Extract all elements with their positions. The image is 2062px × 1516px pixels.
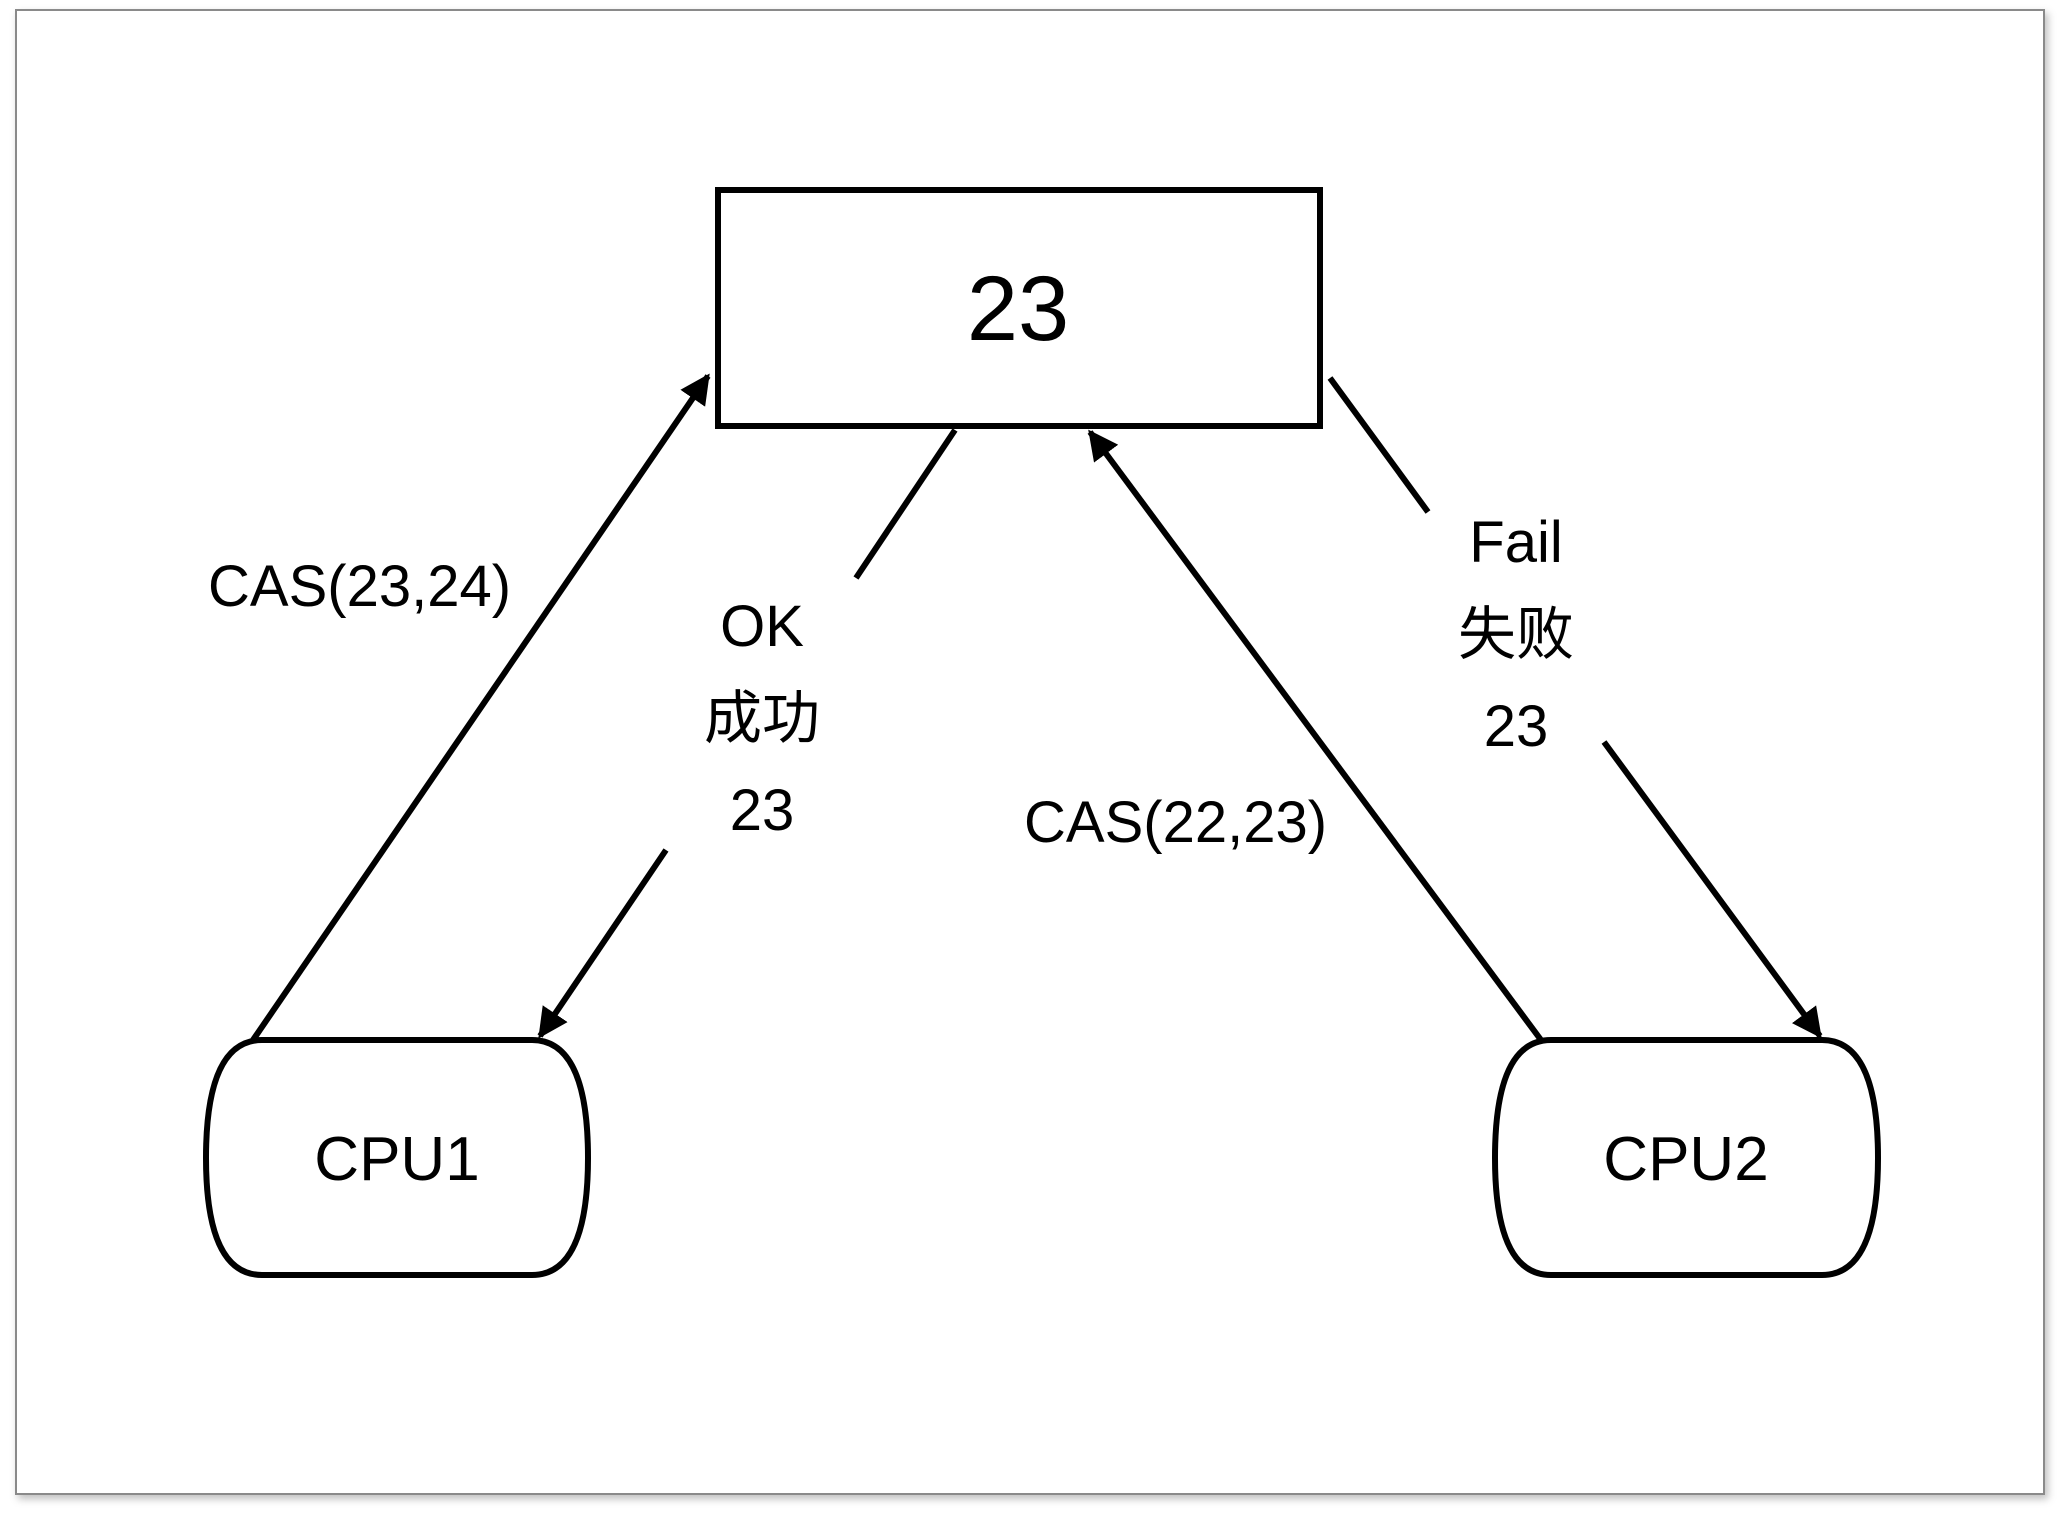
memory-cell: 23	[715, 187, 1323, 429]
cpu1-response-value: 23	[730, 778, 795, 843]
cpu2-label: CPU2	[1603, 1125, 1768, 1194]
cpu1-request-arrow	[250, 373, 711, 1042]
cpu2-shape	[1491, 1037, 1882, 1278]
cpu1-node: CPU1	[202, 1037, 592, 1278]
memory-value: 23	[967, 258, 1069, 360]
cpu2-node: CPU2	[1491, 1037, 1882, 1278]
cpu2-response-status-zh: 失败	[1458, 602, 1574, 667]
cpu2-response-arrow	[1601, 740, 1823, 1039]
cpu2-response-line-top	[1327, 376, 1431, 514]
cpu1-label: CPU1	[314, 1125, 479, 1194]
cpu2-response-value: 23	[1484, 694, 1549, 759]
cpu1-response-line-top	[853, 428, 958, 580]
cpu2-response-label: Fail 失败 23	[1458, 510, 1574, 759]
cpu1-response-arrow	[537, 848, 669, 1039]
cpu1-response-status-zh: 成功	[704, 686, 820, 751]
cpu2-response-status-en: Fail	[1469, 510, 1562, 575]
cpu1-response-label: OK 成功 23	[704, 594, 820, 843]
memory-cell-box	[715, 187, 1323, 429]
cpu2-request-arrow	[1087, 429, 1544, 1042]
cpu1-response-status-en: OK	[720, 594, 804, 659]
cpu1-shape	[202, 1037, 592, 1278]
cpu1-request-label: CAS(23,24)	[208, 554, 511, 619]
cpu2-request-label: CAS(22,23)	[1024, 790, 1327, 855]
